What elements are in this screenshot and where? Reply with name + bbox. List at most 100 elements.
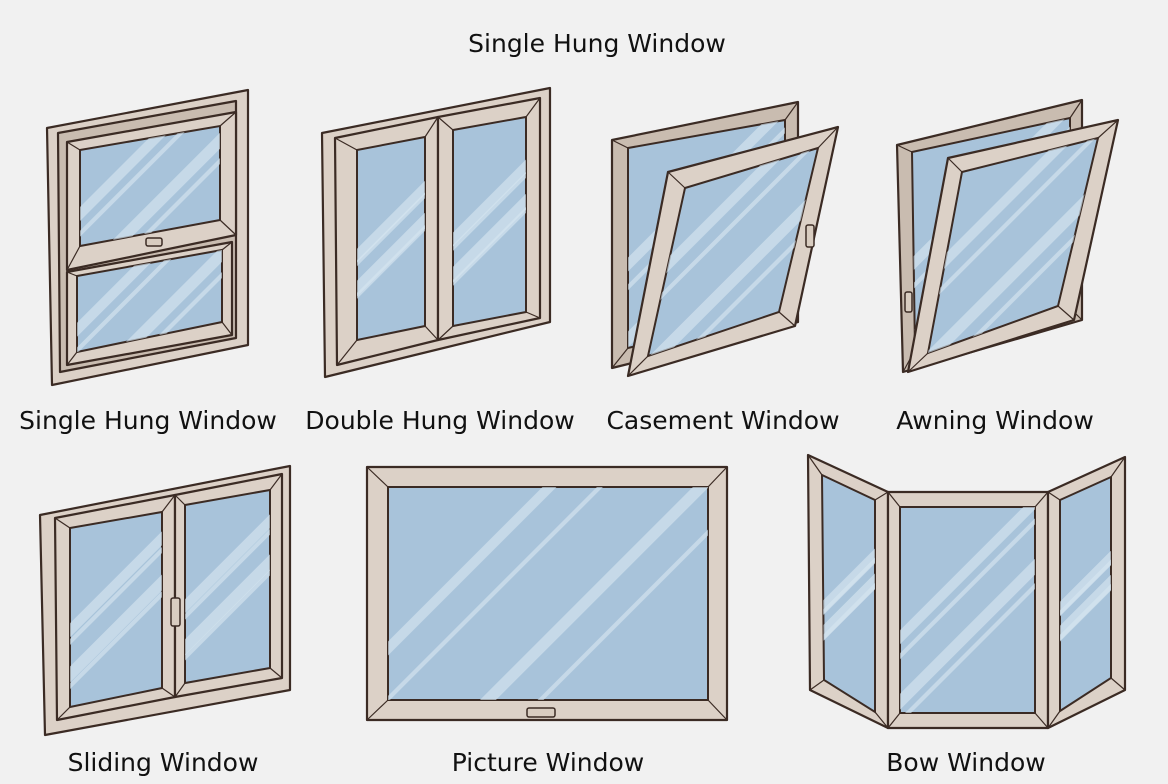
reflection-streak <box>479 487 708 700</box>
reflection-streak <box>928 138 1075 353</box>
glass-reflections <box>77 250 222 352</box>
glass-reflections <box>80 126 220 246</box>
window-handle-icon <box>904 291 913 313</box>
frame-miter-line <box>161 687 176 698</box>
reflection-streak <box>822 475 875 712</box>
glass-reflections <box>900 507 1035 713</box>
reflection-streak <box>185 490 270 683</box>
window-handle-icon <box>805 224 815 248</box>
reflection-streak <box>453 117 526 326</box>
frame-miter-line <box>784 101 799 121</box>
frame-miter-line <box>424 325 439 341</box>
frame-miter-line <box>707 699 728 721</box>
frame-miter-line <box>896 144 913 153</box>
frame-miter-line <box>627 355 649 377</box>
glass-reflections <box>185 490 270 683</box>
reflection-streak <box>928 138 1098 353</box>
reflection-streak <box>1060 477 1111 711</box>
reflection-streak <box>822 475 875 712</box>
reflection-streak <box>822 475 875 712</box>
frame-miter-line <box>66 245 81 271</box>
frame-miter-line <box>874 491 889 501</box>
reflection-streak <box>453 117 526 326</box>
reflection-streak <box>357 137 425 340</box>
frame-miter-line <box>947 157 963 173</box>
frame-miter-line <box>1069 99 1083 119</box>
frame-miter-line <box>366 699 389 721</box>
frame-miter-line <box>269 667 283 679</box>
label-single-hung: Single Hung Window <box>19 406 277 435</box>
frame-miter-line <box>611 139 629 149</box>
glass-pane <box>926 136 1100 355</box>
reflection-streak <box>900 507 1035 713</box>
frame-miter-line <box>1047 710 1061 729</box>
frame-miter-line <box>221 321 233 336</box>
label-casement: Casement Window <box>606 406 839 435</box>
label-bow: Bow Window <box>886 748 1045 777</box>
frame-miter-line <box>56 706 71 721</box>
frame-miter-line <box>437 325 454 341</box>
glass-reflections <box>453 117 526 326</box>
reflection-streak <box>956 138 1098 353</box>
reflection-streak <box>453 117 526 326</box>
reflection-streak <box>1060 477 1111 711</box>
frame-miter-line <box>334 137 358 151</box>
reflection-streak <box>900 507 1035 713</box>
glass-reflections <box>1060 477 1111 711</box>
frame-miter-line <box>366 466 389 488</box>
glass-pane <box>452 115 527 328</box>
glass-pane <box>356 135 426 342</box>
diagram-title: Single Hung Window <box>468 29 726 58</box>
frame-miter-line <box>66 141 81 151</box>
frame-miter-line <box>437 116 454 131</box>
frame-miter-line <box>887 712 901 729</box>
window-handle-icon <box>145 237 163 247</box>
frame-miter-line <box>525 311 541 319</box>
frame-miter-line <box>66 351 78 366</box>
frame-miter-line <box>1110 456 1126 478</box>
reflection-streak <box>142 250 222 352</box>
reflection-streak <box>905 507 1035 713</box>
frame-miter-line <box>807 454 823 476</box>
glass-pane <box>820 473 876 714</box>
frame-miter-line <box>1034 712 1049 729</box>
glass-reflections <box>357 137 425 340</box>
label-picture: Picture Window <box>452 748 645 777</box>
reflection-streak <box>537 487 708 700</box>
reflection-streak <box>388 487 557 700</box>
sliding-window-illustration <box>38 464 292 737</box>
reflection-streak <box>70 512 162 707</box>
frame-miter-line <box>611 347 629 369</box>
reflection-streak <box>900 507 1035 713</box>
frame-miter-line <box>424 116 439 138</box>
frame-miter-line <box>809 679 825 691</box>
reflection-streak <box>822 475 875 712</box>
reflection-streak <box>1060 477 1111 711</box>
label-double-hung: Double Hung Window <box>305 406 574 435</box>
reflection-streak <box>680 148 818 356</box>
frame-miter-line <box>66 271 78 277</box>
label-sliding: Sliding Window <box>68 748 259 777</box>
frame-miter-line <box>817 126 839 149</box>
reflection-streak <box>185 490 270 683</box>
frame-miter-line <box>778 311 796 327</box>
reflection-streak <box>80 126 191 246</box>
reflection-streak <box>70 512 162 707</box>
reflection-streak <box>70 512 162 707</box>
frame-miter-line <box>1034 491 1049 508</box>
frame-miter-line <box>1057 305 1075 321</box>
frame-miter-line <box>336 339 358 366</box>
glass-reflections <box>388 487 708 700</box>
glass-reflections <box>822 475 875 712</box>
reflection-streak <box>70 512 162 707</box>
label-awning: Awning Window <box>896 406 1094 435</box>
glass-reflections <box>70 512 162 707</box>
frame-miter-line <box>874 711 889 729</box>
frame-miter-line <box>1097 119 1119 139</box>
frame-miter-line <box>1047 491 1061 501</box>
frame-miter-line <box>174 682 186 698</box>
frame-miter-line <box>174 494 186 506</box>
double-hung-window-illustration <box>320 86 552 379</box>
frame-miter-line <box>1110 677 1126 691</box>
